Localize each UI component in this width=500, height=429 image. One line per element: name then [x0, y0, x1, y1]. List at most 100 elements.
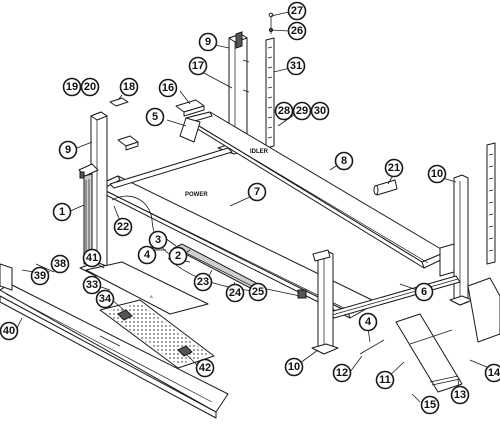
svg-text:11: 11: [379, 374, 391, 386]
svg-text:23: 23: [197, 276, 209, 288]
pin-38: [35, 263, 55, 273]
svg-text:7: 7: [254, 186, 260, 198]
callout-10-right: 10: [427, 164, 447, 184]
svg-text:17: 17: [192, 60, 204, 72]
locking-ladder-right: [486, 142, 496, 265]
svg-text:40: 40: [3, 325, 15, 337]
pin-12: [359, 339, 385, 355]
locking-block: [117, 135, 139, 151]
callout-14: 14: [484, 363, 500, 383]
svg-text:25: 25: [252, 286, 264, 298]
svg-text:10: 10: [288, 361, 300, 373]
svg-text:1: 1: [59, 206, 65, 218]
callout-8: 8: [334, 151, 354, 171]
runway-deck-left: [0, 283, 229, 419]
callout-9-top: 9: [198, 32, 218, 52]
callout-39: 39: [30, 266, 50, 286]
callout-7: 7: [247, 182, 267, 202]
svg-text:4: 4: [365, 316, 372, 328]
callout-22: 22: [113, 217, 133, 237]
ramp-left: [395, 313, 463, 393]
svg-text:34: 34: [99, 293, 112, 305]
svg-text:22: 22: [117, 221, 129, 233]
rear-deck-stub: [0, 263, 13, 291]
svg-text:14: 14: [488, 367, 500, 379]
callout-31: 31: [286, 56, 306, 76]
svg-text:26: 26: [291, 25, 303, 37]
callout-40: 40: [0, 321, 19, 341]
svg-text:2: 2: [175, 250, 181, 262]
callout-1: 1: [52, 202, 72, 222]
ramp-right: [467, 277, 500, 343]
callout-10-front: 10: [284, 357, 304, 377]
svg-text:13: 13: [454, 389, 466, 401]
svg-text:33: 33: [86, 279, 98, 291]
callout-29: 29: [292, 101, 312, 121]
callout-4-right: 4: [358, 312, 378, 332]
callout-41: 41: [82, 248, 102, 268]
power-label: POWER: [185, 192, 208, 198]
svg-text:16: 16: [162, 82, 174, 94]
callout-33: 33: [82, 275, 102, 295]
bracket-small: [109, 97, 129, 107]
ladder-fasteners: [268, 12, 274, 34]
svg-text:10: 10: [431, 168, 443, 180]
svg-text:5: 5: [152, 111, 158, 123]
callout-16: 16: [158, 78, 178, 98]
svg-text:27: 27: [291, 5, 303, 17]
callout-5: 5: [145, 107, 165, 127]
svg-text:42: 42: [199, 362, 211, 374]
callout-6: 6: [414, 282, 434, 302]
idler-label: IDLER: [250, 149, 269, 155]
cable-sheave-end: [261, 287, 307, 299]
svg-text:19: 19: [66, 81, 78, 93]
callout-24: 24: [225, 283, 245, 303]
svg-text:29: 29: [296, 105, 308, 117]
callout-2: 2: [168, 246, 188, 266]
svg-text:20: 20: [84, 81, 96, 93]
locking-ladder-rear: [265, 37, 275, 149]
svg-text:41: 41: [86, 252, 98, 264]
callout-17: 17: [188, 56, 208, 76]
svg-text:6: 6: [421, 286, 427, 298]
callout-42: 42: [195, 358, 215, 378]
svg-text:28: 28: [278, 105, 290, 117]
slip-tube-front: [312, 249, 331, 262]
slip-tube: [373, 179, 398, 196]
svg-text:9: 9: [205, 36, 211, 48]
callout-13: 13: [450, 385, 470, 405]
svg-text:15: 15: [424, 399, 436, 411]
callout-11: 11: [375, 370, 395, 390]
callout-9-left: 9: [58, 140, 78, 160]
callout-21: 21: [384, 158, 404, 178]
svg-text:12: 12: [336, 367, 348, 379]
callout-12: 12: [332, 363, 352, 383]
callout-27: 27: [287, 1, 307, 21]
callout-4-left: 4: [137, 245, 157, 265]
tray-tag: A: [150, 294, 153, 299]
right-rear-post: [439, 174, 473, 306]
callout-3: 3: [148, 230, 168, 250]
svg-text:39: 39: [34, 270, 46, 282]
svg-text:4: 4: [144, 249, 151, 261]
rear-bracket: [175, 99, 205, 117]
callout-38: 38: [50, 254, 70, 274]
callout-25: 25: [248, 282, 268, 302]
callout-15: 15: [420, 395, 440, 415]
svg-text:8: 8: [341, 155, 347, 167]
svg-text:31: 31: [290, 60, 302, 72]
cross-tube-rear: [109, 147, 233, 189]
svg-text:38: 38: [54, 258, 66, 270]
callout-18: 18: [119, 77, 139, 97]
svg-text:30: 30: [314, 105, 326, 117]
callout-19: 19: [62, 77, 82, 97]
callout-20: 20: [80, 77, 100, 97]
svg-text:21: 21: [388, 162, 400, 174]
ramp-pin: [429, 375, 461, 386]
idler-runway: IDLER: [179, 111, 448, 269]
perforated-jack-tray: [99, 299, 215, 369]
svg-text:18: 18: [123, 81, 135, 93]
svg-text:3: 3: [155, 234, 161, 246]
svg-text:24: 24: [229, 287, 242, 299]
